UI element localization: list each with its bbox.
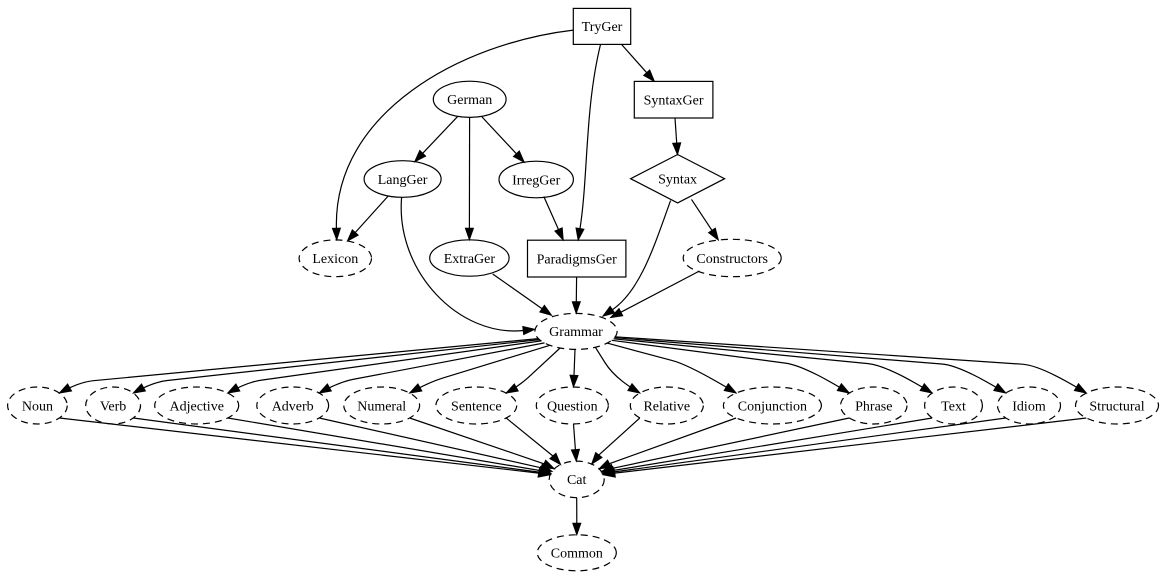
- svg-text:IrregGer: IrregGer: [512, 173, 561, 188]
- svg-text:Noun: Noun: [22, 399, 53, 414]
- svg-text:ExtraGer: ExtraGer: [444, 252, 496, 267]
- svg-text:Text: Text: [941, 399, 966, 414]
- svg-text:LangGer: LangGer: [378, 173, 428, 188]
- svg-text:Syntax: Syntax: [658, 173, 697, 188]
- svg-text:Phrase: Phrase: [855, 399, 892, 414]
- svg-text:Common: Common: [551, 547, 603, 562]
- svg-text:Numeral: Numeral: [357, 399, 406, 414]
- svg-text:Constructors: Constructors: [696, 252, 768, 267]
- svg-text:Cat: Cat: [567, 473, 587, 488]
- svg-text:Sentence: Sentence: [451, 399, 502, 414]
- svg-text:Idiom: Idiom: [1012, 399, 1046, 414]
- svg-text:TryGer: TryGer: [582, 20, 623, 35]
- svg-text:Relative: Relative: [643, 399, 690, 414]
- svg-text:Adjective: Adjective: [169, 399, 223, 414]
- svg-text:Adverb: Adverb: [272, 399, 314, 414]
- svg-text:Lexicon: Lexicon: [312, 252, 358, 267]
- svg-text:Verb: Verb: [100, 399, 126, 414]
- svg-text:Structural: Structural: [1089, 399, 1144, 414]
- svg-text:German: German: [447, 93, 492, 108]
- svg-text:ParadigmsGer: ParadigmsGer: [537, 252, 617, 267]
- svg-text:Conjunction: Conjunction: [738, 399, 807, 414]
- svg-text:SyntaxGer: SyntaxGer: [644, 94, 704, 109]
- svg-text:Grammar: Grammar: [549, 325, 603, 340]
- svg-text:Question: Question: [547, 399, 598, 414]
